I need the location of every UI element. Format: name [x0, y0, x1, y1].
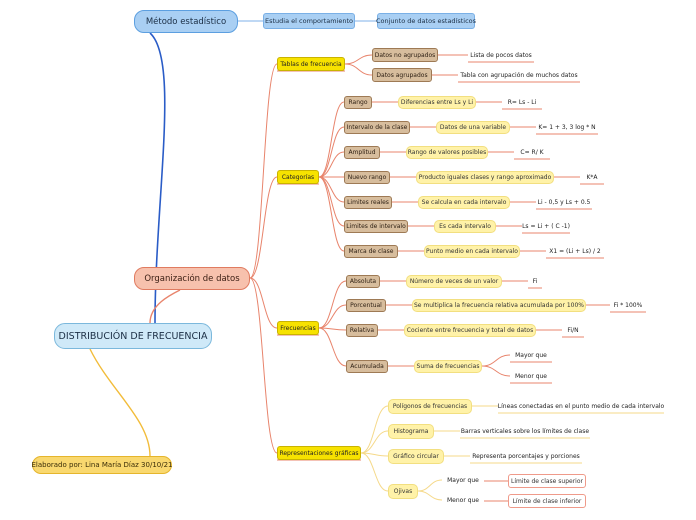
link-cat-6: [318, 176, 345, 252]
frec-porcentual-formula: Fi * 100%: [613, 302, 643, 309]
frec-porcentual[interactable]: Porcentual: [346, 299, 386, 312]
link-tablas-noagrup: [344, 54, 373, 65]
cat-marca-clase-formula: X1 = (Li + Ls) / 2: [549, 248, 601, 255]
rep-poligonos[interactable]: Polígonos de frecuencias: [388, 399, 472, 414]
representaciones-node[interactable]: Representaciones gráficas: [277, 446, 361, 460]
cat-intervalo-clase-formula: K= 1 + 3, 3 log * N: [538, 124, 596, 131]
link-tablas-agrup: [344, 63, 373, 76]
rep-histograma[interactable]: Histograma: [388, 424, 434, 439]
link-frec-0: [318, 280, 347, 329]
link-org-tablas: [249, 63, 278, 279]
metodo-item-conjunto[interactable]: Conjunto de datos estadísticos: [376, 13, 476, 29]
metodo-node[interactable]: Método estadístico: [134, 10, 238, 33]
root-node[interactable]: DISTRIBUCIÓN DE FRECUENCIA: [54, 323, 212, 349]
organizacion-node[interactable]: Organización de datos: [134, 267, 250, 290]
frec-relativa[interactable]: Relativa: [346, 324, 378, 337]
rep-grafico-circular-desc: Representa porcentajes y porciones: [472, 453, 580, 460]
link-frec-acumulada: [318, 327, 347, 367]
datos-agrupados-node[interactable]: Datos agrupados: [372, 68, 432, 82]
link-rep-circular: [360, 452, 389, 457]
cat-nuevo-rango-formula: K*A: [586, 174, 598, 181]
link-cat-0: [318, 101, 345, 178]
frec-acumulada-desc: Suma de frecuencias: [414, 360, 482, 373]
link-rep-ojivas: [360, 452, 389, 492]
frec-relativa-desc: Cociente entre frecuencia y total de dat…: [404, 324, 536, 337]
cat-amplitud[interactable]: Amplitud: [344, 146, 380, 159]
link-rep-histograma: [360, 430, 389, 454]
cat-rango-desc: Diferencias entre Ls y Li: [398, 96, 476, 109]
cat-amplitud-formula: C= R/ K: [520, 149, 544, 156]
frec-absoluta-desc: Número de veces de un valor: [406, 275, 502, 288]
link-cat-4: [318, 176, 345, 203]
datos-no-agrupados-node[interactable]: Datos no agrupados: [372, 48, 438, 62]
metodo-item-comportamiento[interactable]: Estudia el comportamiento: [263, 13, 355, 29]
rep-ojivas-mayor-desc: Límite de clase superior: [508, 474, 586, 488]
author-credit[interactable]: Elaborado por: Lina María Díaz 30/10/21: [32, 456, 173, 474]
cat-limites-reales-formula: Li - 0,5 y Ls + 0.5: [537, 199, 591, 206]
rep-ojivas-menor: Menor que: [446, 497, 480, 504]
categorias-node[interactable]: Categorías: [277, 170, 319, 184]
rep-ojivas[interactable]: Ojivas: [388, 484, 418, 499]
frec-absoluta-formula: Fi: [532, 278, 538, 285]
frec-acumulada-menor: Menor que: [514, 373, 548, 380]
frec-porcentual-desc: Se multiplica la frecuencia relativa acu…: [412, 299, 586, 312]
link-root-organizacion: [149, 289, 181, 324]
datos-no-agrupados-desc: Lista de pocos datos: [470, 51, 532, 59]
frec-absoluta[interactable]: Absoluta: [346, 275, 380, 288]
cat-limites-reales[interactable]: Limites reales: [344, 196, 392, 209]
cat-limites-intervalo-desc: Es cada intervalo: [434, 220, 496, 233]
datos-agrupados-desc: Tabla con agrupación de muchos datos: [460, 71, 578, 79]
link-acumulada-menor: [481, 365, 511, 377]
link-frec-2: [318, 327, 347, 331]
frecuencias-node[interactable]: Frecuencias: [277, 321, 319, 335]
cat-limites-intervalo-formula: Ls = Li + ( C -1): [522, 223, 570, 230]
link-cat-1: [318, 126, 345, 178]
rep-poligonos-desc: Líneas conectadas en el punto medio de c…: [497, 403, 665, 410]
cat-limites-reales-desc: Se calcula en cada intervalo: [418, 196, 510, 209]
link-acumulada-mayor: [481, 354, 511, 367]
cat-rango-formula: R= Ls - Li: [507, 99, 537, 106]
link-frec-1: [318, 304, 347, 329]
cat-marca-clase-desc: Punto medio en cada intervalo: [424, 245, 520, 258]
frec-relativa-formula: Fi/N: [567, 327, 579, 334]
cat-nuevo-rango[interactable]: Nuevo rango: [344, 171, 390, 184]
cat-intervalo-clase-desc: Datos de una variable: [436, 121, 510, 134]
cat-intervalo-clase[interactable]: Intervalo de la clase: [344, 121, 410, 134]
link-org-frecuencias: [249, 277, 278, 329]
cat-marca-clase[interactable]: Marca de clase: [344, 245, 398, 258]
link-cat-2: [318, 151, 345, 178]
frec-acumulada-mayor: Mayor que: [515, 352, 547, 359]
rep-ojivas-menor-desc: Límite de clase inferior: [508, 494, 586, 508]
link-org-categorias: [249, 176, 278, 279]
link-ojivas-menor: [417, 490, 443, 501]
link-rep-poligonos: [360, 405, 389, 454]
rep-grafico-circular[interactable]: Gráfico circular: [388, 449, 444, 464]
rep-histograma-desc: Barras verticales sobre los límites de c…: [460, 428, 590, 435]
cat-nuevo-rango-desc: Producto iguales clases y rango aproxima…: [416, 171, 554, 184]
link-root-author: [89, 348, 151, 457]
cat-rango[interactable]: Rango: [344, 96, 372, 109]
link-ojivas-mayor: [417, 479, 443, 492]
rep-ojivas-mayor: Mayor que: [447, 477, 479, 484]
cat-amplitud-desc: Rango de valores posibles: [406, 146, 488, 159]
link-org-representaciones: [249, 277, 278, 454]
cat-limites-intervalo[interactable]: Limites de intervalo: [344, 220, 408, 233]
tablas-node[interactable]: Tablas de frecuencia: [277, 57, 345, 71]
frec-acumulada[interactable]: Acumulada: [346, 360, 388, 373]
